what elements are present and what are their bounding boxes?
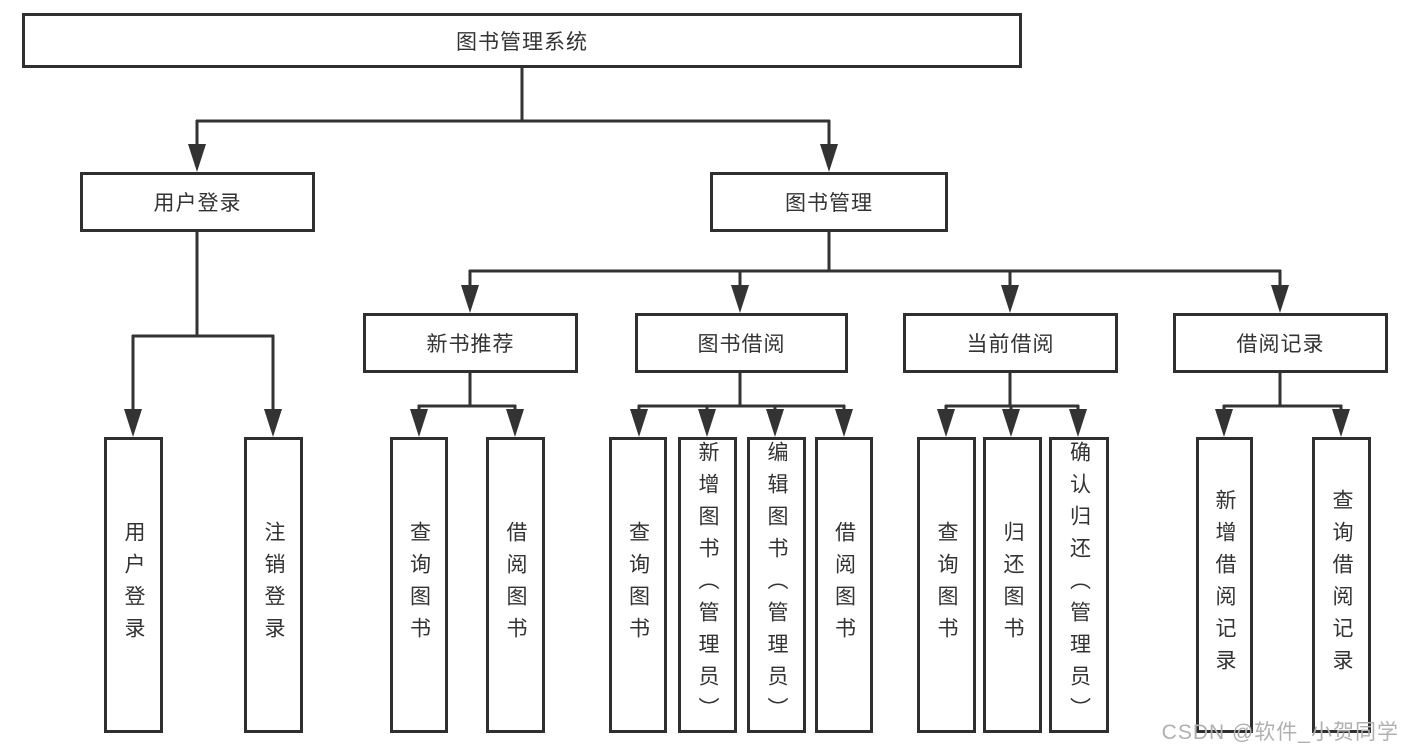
node-label: 图书管理 xyxy=(785,192,873,215)
node-book-borrowing: 图书借阅 xyxy=(635,313,848,373)
arrow-down-icon xyxy=(1271,285,1289,313)
node-new-book-recommendation: 新书推荐 xyxy=(363,313,578,373)
node-label: 查询借阅记录 xyxy=(1330,489,1353,681)
connector-new-book-group xyxy=(417,373,517,417)
leaf-add-books-admin: 新增图书（管理员） xyxy=(678,437,737,733)
arrow-down-icon xyxy=(1215,409,1233,437)
arrow-down-icon xyxy=(1069,409,1087,437)
node-label: 新增图书（管理员） xyxy=(696,441,719,729)
leaf-confirm-return-admin: 确认归还（管理员） xyxy=(1049,437,1109,733)
leaf-user-login: 用户登录 xyxy=(104,437,163,733)
node-library-management-system: 图书管理系统 xyxy=(22,13,1022,68)
arrow-down-icon xyxy=(188,144,206,172)
node-label: 图书管理系统 xyxy=(456,30,588,54)
arrow-down-icon xyxy=(1001,285,1019,313)
node-user-login: 用户登录 xyxy=(80,172,315,232)
leaf-query-books: 查询图书 xyxy=(609,437,667,733)
node-label: 确认归还（管理员） xyxy=(1067,441,1091,729)
arrow-down-icon xyxy=(937,409,955,437)
leaf-query-books: 查询图书 xyxy=(917,437,976,733)
node-label: 用户登录 xyxy=(122,521,145,649)
arrow-down-icon xyxy=(264,409,282,437)
leaf-borrow-books: 借阅图书 xyxy=(486,437,545,733)
csdn-watermark: CSDN @软件_小贺同学 xyxy=(1161,721,1399,744)
node-current-borrowing: 当前借阅 xyxy=(903,313,1118,373)
arrow-down-icon xyxy=(124,409,142,437)
node-label: 查询图书 xyxy=(626,521,650,649)
leaf-edit-books-admin: 编辑图书（管理员） xyxy=(747,437,806,733)
arrow-down-icon xyxy=(698,409,716,437)
leaf-query-books: 查询图书 xyxy=(390,437,448,733)
node-book-management: 图书管理 xyxy=(710,172,948,232)
leaf-add-borrow-record: 新增借阅记录 xyxy=(1196,437,1253,733)
leaf-query-borrow-record: 查询借阅记录 xyxy=(1312,437,1371,733)
arrow-down-icon xyxy=(731,285,749,313)
connector-book-borrow-group xyxy=(637,373,846,417)
connector-borrow-record-group xyxy=(1222,373,1343,417)
node-label: 借阅图书 xyxy=(504,521,527,649)
node-label: 借阅图书 xyxy=(832,521,856,649)
node-label: 图书借阅 xyxy=(697,333,786,356)
arrow-down-icon xyxy=(506,409,524,437)
arrow-down-icon xyxy=(1332,409,1350,437)
node-label: 注销登录 xyxy=(262,521,285,649)
node-label: 新书推荐 xyxy=(426,333,515,356)
arrow-down-icon xyxy=(1002,409,1020,437)
leaf-borrow-books: 借阅图书 xyxy=(815,437,873,733)
arrow-down-icon xyxy=(766,409,784,437)
connector-user-login-group xyxy=(131,232,275,417)
node-label: 用户登录 xyxy=(153,192,242,215)
connector-root-to-level2 xyxy=(195,68,831,152)
node-label: 查询图书 xyxy=(935,521,958,649)
leaf-return-books: 归还图书 xyxy=(983,437,1042,733)
arrow-down-icon xyxy=(630,409,648,437)
connector-book-management-to-level3 xyxy=(468,232,1282,293)
leaf-logout: 注销登录 xyxy=(244,437,303,733)
arrow-down-icon xyxy=(820,144,838,172)
arrow-down-icon xyxy=(835,409,853,437)
node-label: 归还图书 xyxy=(1001,521,1024,649)
node-label: 新增借阅记录 xyxy=(1213,489,1236,681)
node-label: 查询图书 xyxy=(407,521,431,649)
node-label: 借阅记录 xyxy=(1236,333,1325,356)
node-label: 当前借阅 xyxy=(966,333,1055,356)
connector-lines xyxy=(131,68,1343,417)
arrow-down-icon xyxy=(461,285,479,313)
arrowheads xyxy=(124,144,1350,437)
arrow-down-icon xyxy=(410,409,428,437)
node-borrowing-records: 借阅记录 xyxy=(1173,313,1388,373)
node-label: 编辑图书（管理员） xyxy=(765,441,788,729)
